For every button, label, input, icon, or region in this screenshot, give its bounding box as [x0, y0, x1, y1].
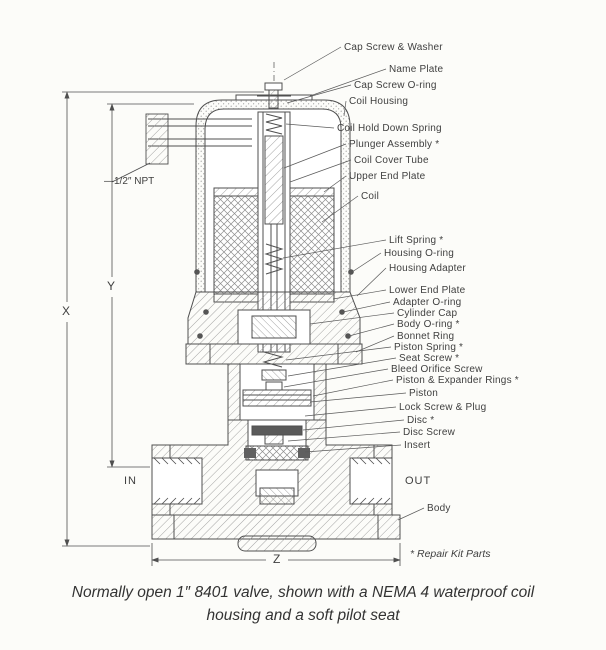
- part-label-coil-hold-down-spring: Coil Hold Down Spring: [337, 123, 442, 134]
- part-label-adapter-o-ring: Adapter O-ring: [393, 297, 462, 308]
- part-label-body-o-ring: Body O-ring *: [397, 319, 460, 330]
- leader-line: [321, 195, 359, 223]
- leader-line: [285, 123, 335, 129]
- cap-screw-and-washer: [257, 82, 291, 109]
- dimension-z-line: [151, 543, 401, 566]
- dimension-x-line: [62, 91, 264, 547]
- leader-line: [309, 392, 407, 403]
- part-label-housing-adapter: Housing Adapter: [389, 263, 466, 274]
- part-label-housing-o-ring: Housing O-ring: [384, 248, 455, 259]
- part-label-coil: Coil: [361, 191, 380, 202]
- leader-line: [283, 143, 347, 169]
- part-label-piston-expander-rings: Piston & Expander Rings *: [396, 375, 519, 386]
- leader-line: [355, 335, 395, 353]
- part-leader-lines: [282, 46, 425, 521]
- dimension-z-label: Z: [270, 552, 284, 566]
- housing-o-ring: [348, 269, 354, 275]
- bottom-flange: [151, 514, 401, 552]
- inlet-port: [151, 457, 203, 505]
- leader-line: [343, 100, 347, 117]
- part-label-disc: Disc *: [407, 415, 435, 426]
- leader-line: [312, 379, 394, 397]
- part-label-cylinder-cap: Cylinder Cap: [397, 308, 458, 319]
- conduit-hub: [145, 113, 252, 165]
- dimension-y-label: Y: [104, 279, 119, 293]
- part-label-upper-end-plate: Upper End Plate: [349, 171, 426, 182]
- leader-line: [287, 431, 401, 442]
- leader-line: [289, 159, 352, 183]
- part-label-seat-screw: Seat Screw *: [399, 353, 460, 364]
- leader-line: [332, 289, 387, 300]
- part-label-lift-spring: Lift Spring *: [389, 235, 444, 246]
- leader-line: [283, 368, 389, 388]
- leader-line: [342, 301, 391, 313]
- part-label-insert: Insert: [404, 440, 431, 451]
- seat-screw: [261, 369, 287, 381]
- leader-line: [309, 68, 387, 97]
- o-rings: [194, 269, 354, 339]
- part-label-lock-screw-plug: Lock Screw & Plug: [399, 402, 487, 413]
- leader-line: [348, 323, 395, 337]
- disc: [251, 425, 303, 436]
- leader-line: [356, 267, 387, 297]
- part-label-lower-end-plate: Lower End Plate: [389, 285, 466, 296]
- bleed-orifice-screw: [265, 381, 283, 391]
- leader-line: [282, 239, 387, 259]
- leader-line: [302, 419, 405, 431]
- leader-line: [285, 346, 392, 361]
- leader-line: [309, 312, 395, 325]
- part-label-piston-spring: Piston Spring *: [394, 342, 464, 353]
- npt-leader-line: [111, 162, 151, 183]
- valve-body: [151, 419, 401, 552]
- dimension-x-label: X: [59, 304, 74, 318]
- part-label-coil-cover-tube: Coil Cover Tube: [354, 155, 429, 166]
- caption-line-1: Normally open 1″ 8401 valve, shown with …: [71, 584, 535, 601]
- npt-label: —1/2″ NPT: [104, 176, 155, 187]
- body-o-ring: [345, 333, 351, 339]
- piston-and-expander-rings: [242, 389, 312, 407]
- leader-line: [351, 252, 382, 273]
- part-label-bleed-orifice-screw: Bleed Orifice Screw: [391, 364, 483, 375]
- inlet-label: IN: [124, 475, 137, 487]
- part-label-name-plate: Name Plate: [389, 64, 444, 75]
- part-label-coil-housing: Coil Housing: [349, 96, 409, 107]
- leader-line: [397, 507, 425, 521]
- housing-adapter: [187, 291, 361, 345]
- disc-screw: [264, 434, 284, 445]
- part-label-cap-screw-o-ring: Cap Screw O-ring: [354, 80, 437, 91]
- leader-line: [287, 357, 397, 377]
- coil: [213, 195, 335, 295]
- adapter-o-ring: [339, 309, 345, 315]
- outlet-label: OUT: [405, 475, 432, 487]
- part-label-piston: Piston: [409, 388, 438, 399]
- lock-screw-and-plug: [255, 469, 299, 505]
- leader-line: [304, 444, 402, 453]
- coil-hold-down-spring: [265, 113, 283, 135]
- leader-line: [323, 175, 347, 193]
- piston-spring: [262, 351, 284, 368]
- dimension-lines: [62, 91, 401, 566]
- lift-spring: [264, 243, 284, 275]
- leader-line: [286, 84, 352, 104]
- repair-kit-note: * Repair Kit Parts: [410, 548, 491, 560]
- outlet-port: [349, 457, 393, 505]
- leader-line: [283, 46, 342, 81]
- piston-chamber: [227, 351, 327, 421]
- part-label-disc-screw: Disc Screw: [403, 427, 456, 438]
- part-label-bonnet-ring: Bonnet Ring: [397, 331, 455, 342]
- caption-line-2: housing and a soft pilot seat: [206, 607, 400, 624]
- dimension-y-line: [107, 103, 194, 468]
- leader-line: [304, 406, 397, 417]
- part-label-body: Body: [427, 503, 451, 514]
- part-label-cap-screw-washer: Cap Screw & Washer: [344, 42, 443, 53]
- valve-drawing: [145, 62, 401, 552]
- part-label-plunger-assembly: Plunger Assembly *: [349, 139, 440, 150]
